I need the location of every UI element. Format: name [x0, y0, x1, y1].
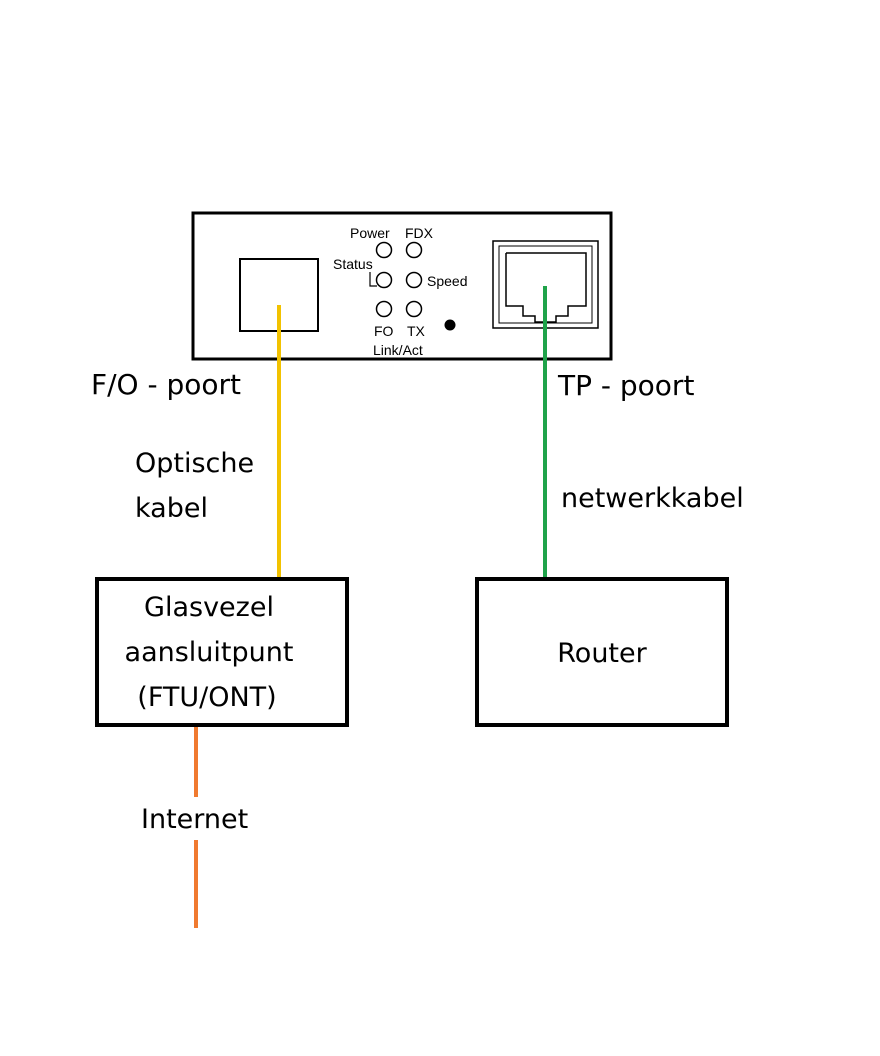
- label-speed: Speed: [427, 273, 467, 289]
- led-power: [375, 241, 393, 259]
- optical-cable-label-line1: Optische: [135, 448, 254, 479]
- media-converter: Power FDX Status Speed FO TX Link/Act: [191, 211, 613, 361]
- led-status: [375, 271, 393, 289]
- label-status: Status: [333, 256, 373, 272]
- router-label: Router: [557, 638, 647, 669]
- led-fo: [375, 300, 393, 318]
- label-fdx: FDX: [405, 225, 434, 241]
- ftu-ont-box: Glasvezel aansluitpunt (FTU/ONT): [95, 577, 349, 727]
- led-tx: [405, 300, 423, 318]
- ftu-label-line2: aansluitpunt: [125, 637, 294, 668]
- internet-label: Internet: [141, 804, 248, 835]
- status-bracket: [369, 272, 377, 287]
- led-speed: [405, 271, 423, 289]
- network-cable-label: netwerkkabel: [561, 483, 744, 514]
- ftu-label-line3: (FTU/ONT): [137, 682, 276, 713]
- led-fdx: [405, 241, 423, 259]
- label-tx: TX: [407, 323, 426, 339]
- fo-port-label: F/O - poort: [91, 368, 241, 401]
- tp-port-label: TP - poort: [557, 369, 694, 402]
- router-box: Router: [475, 577, 729, 727]
- reset-button: [444, 319, 456, 331]
- label-fo: FO: [374, 323, 394, 339]
- optical-cable-label-line2: kabel: [135, 493, 208, 524]
- label-power: Power: [350, 225, 390, 241]
- label-link-act: Link/Act: [373, 342, 423, 358]
- ftu-label-line1: Glasvezel: [144, 592, 274, 623]
